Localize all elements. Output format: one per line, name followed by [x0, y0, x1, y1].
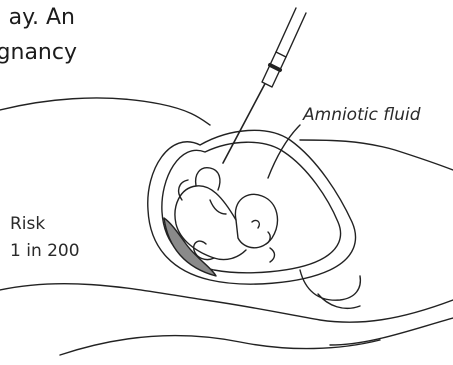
syringe-barrel — [262, 52, 286, 87]
placenta — [164, 218, 216, 276]
uterus-outer — [148, 130, 356, 284]
back-outline — [0, 284, 453, 323]
abdomen-outline — [0, 98, 210, 125]
needle-shaft — [223, 78, 268, 163]
risk-value: 1 in 200 — [10, 241, 80, 261]
abdomen-outline-right — [300, 140, 453, 170]
heading-fragment-line-1: ay. An — [9, 5, 75, 30]
pelvic-outline — [300, 270, 360, 300]
risk-label: Risk — [10, 214, 45, 234]
heading-fragment-line-2: gnancy — [0, 40, 77, 65]
amniotic-fluid-label: Amniotic fluid — [303, 105, 421, 125]
